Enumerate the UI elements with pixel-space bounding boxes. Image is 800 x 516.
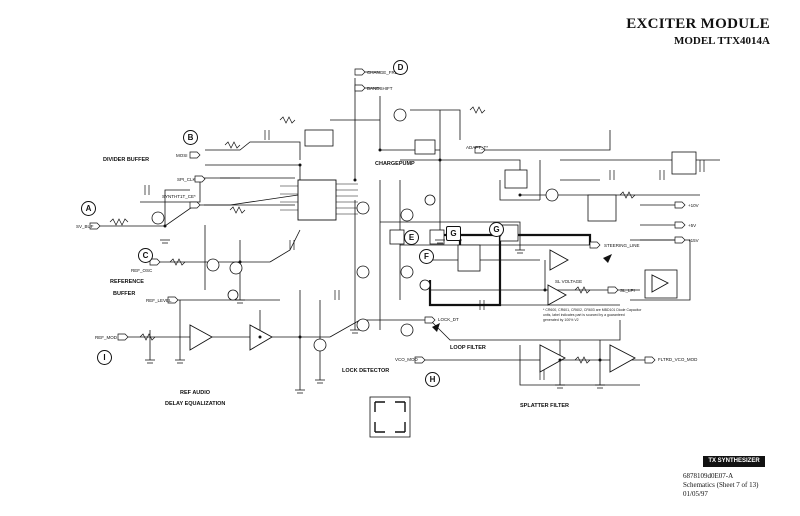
section-reference: REFERENCE — [110, 279, 144, 285]
signal-fltrd-vco-mod: FLTRD_VCO_MOD — [658, 357, 698, 362]
marker-g-1: G — [446, 226, 461, 241]
section-loop-filter: LOOP FILTER — [450, 345, 486, 351]
signal-ref-osc: REF_OSC — [131, 268, 153, 273]
signal-spi-clk: SPI_CLK — [177, 177, 196, 182]
signal-plus5v: +5V — [688, 223, 697, 228]
marker-a: A — [81, 201, 96, 216]
signal-plus15v: +15V — [688, 238, 699, 243]
marker-e: E — [404, 230, 419, 245]
footer-part-number: 6878109d0E07-A — [683, 472, 734, 480]
signal-mosi: MOSI — [176, 153, 188, 158]
footer-sheet: Schematics (Sheet 7 of 13) — [683, 481, 759, 489]
marker-f: F — [419, 249, 434, 264]
section-ref-audio: REF AUDIO — [180, 390, 211, 396]
signal-lock-dt: LOCK_DT — [438, 317, 459, 322]
marker-b: B — [183, 130, 198, 145]
signal-adapt: ADAPT_T* — [466, 145, 489, 150]
marker-i: I — [97, 350, 112, 365]
section-splatter-filter: SPLATTER FILTER — [520, 403, 569, 409]
signal-ref-level: REF_LEVEL — [146, 298, 172, 303]
signal-ref-mod: REF_MOD — [95, 335, 118, 340]
page-title: EXCITER MODULE — [626, 16, 770, 32]
section-buffer: BUFFER — [113, 291, 136, 297]
section-lock-detector: LOCK DETECTOR — [342, 368, 390, 374]
section-divider-buffer: DIVIDER BUFFER — [103, 157, 150, 163]
section-delay-equalization: DELAY EQUALIZATION — [165, 401, 226, 407]
marker-g-2: G — [489, 222, 504, 237]
signal-sv-buf: SV_BUF — [76, 224, 94, 229]
signal-plus10v: +10V — [688, 203, 699, 208]
note-line-3: generated by 100% V2 — [543, 318, 579, 322]
section-chargepump: CHARGEPUMP — [375, 161, 415, 167]
marker-c: C — [138, 248, 153, 263]
marker-d: D — [393, 60, 408, 75]
note-line-2: units, label indicates part is sourced b… — [543, 313, 625, 317]
signal-steering-line: STEERING_LINE — [604, 243, 640, 248]
note-line-1: * CR600, CR601, CR602, CR603 are MBD101 … — [543, 308, 642, 312]
signal-bandshift: BANDSHIFT — [367, 86, 393, 91]
footer-date: 01/05/97 — [683, 490, 708, 498]
signal-sl-lpi: SL_LPI — [620, 288, 635, 293]
footer-banner: TX SYNTHESIZER — [703, 456, 765, 467]
model-number: MODEL TTX4014A — [673, 35, 770, 47]
marker-h: H — [425, 372, 440, 387]
signal-change-freq: CHANGE_FREQ — [367, 70, 402, 75]
signal-sl-voltage: SL VOLTAGE — [555, 279, 583, 284]
signal-synth-ce: SYNTHT1T_CE* — [162, 194, 196, 199]
signal-vco-mod: VCO_MOD — [395, 357, 418, 362]
